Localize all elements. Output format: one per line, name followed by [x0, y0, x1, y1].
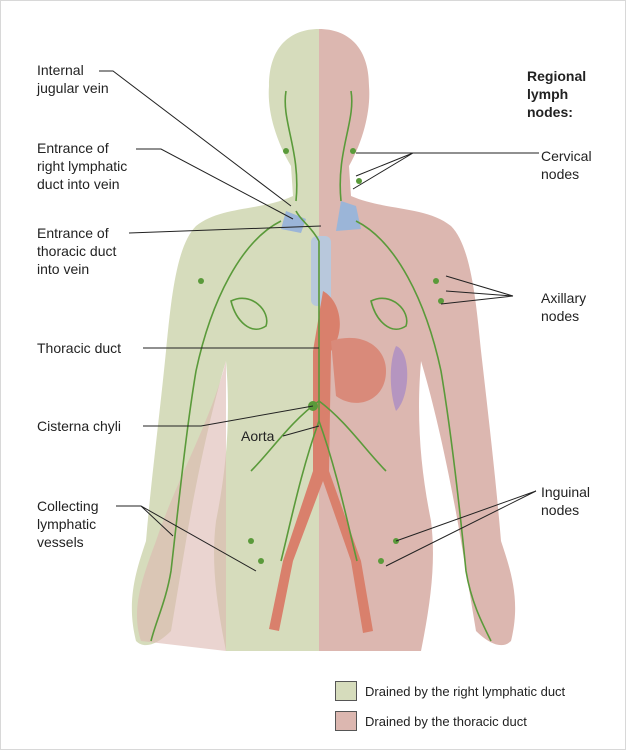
label-line: Cervical [541, 148, 592, 164]
label-line: nodes [541, 166, 580, 182]
lymph-vessels [150, 90, 492, 642]
label-line: lymph [527, 86, 569, 102]
label-cisterna-chyli: Cisterna chyli [37, 418, 122, 434]
legend-label: Drained by the thoracic duct [365, 713, 527, 729]
legend-swatch-green [335, 681, 357, 701]
label-inguinal-nodes: Inguinal nodes [541, 483, 590, 519]
stomach [331, 337, 386, 403]
label-line: lymphatic [37, 516, 97, 532]
label-line: right lymphatic [37, 158, 128, 174]
label-thoracic-duct-entrance: Entrance of thoracic duct into vein [37, 224, 116, 278]
label-line: Axillary [541, 290, 587, 306]
spleen [390, 346, 408, 411]
aorta-vessel [269, 291, 373, 633]
label-line: into vein [37, 261, 90, 277]
legend-swatch-pink [335, 711, 357, 731]
label-line: nodes [541, 502, 580, 518]
label-line: Internal [37, 62, 84, 78]
label-right-lymphatic-entrance: Entrance of right lymphatic duct into ve… [37, 139, 127, 193]
label-cervical-nodes: Cervical nodes [541, 147, 592, 183]
label-regional-lymph-nodes: Regional lymph nodes: [527, 67, 586, 121]
label-aorta: Aorta [241, 428, 275, 444]
label-line: Collecting [37, 498, 99, 514]
label-line: nodes: [527, 104, 573, 120]
label-line: duct into vein [37, 176, 120, 192]
label-line: vessels [37, 534, 84, 550]
label-line: Entrance of [37, 225, 109, 241]
label-line: Inguinal [541, 484, 591, 500]
label-line: Entrance of [37, 140, 109, 156]
label-axillary-nodes: Axillary nodes [541, 289, 586, 325]
label-thoracic-duct: Thoracic duct [37, 340, 122, 356]
leader-lines [99, 70, 539, 572]
label-line: jugular vein [37, 80, 109, 96]
thoracic-drained-region [136, 29, 516, 651]
label-line: nodes [541, 308, 580, 324]
label-internal-jugular-vein: Internal jugular vein [37, 61, 109, 97]
legend-label: Drained by the right lymphatic duct [365, 683, 566, 699]
label-line: thoracic duct [37, 243, 117, 259]
label-line: Regional [527, 68, 587, 84]
legend-item-thoracic: Drained by the thoracic duct [335, 711, 527, 731]
legend-item-right-lymphatic: Drained by the right lymphatic duct [335, 681, 565, 701]
label-collecting-vessels: Collecting lymphatic vessels [37, 497, 98, 551]
